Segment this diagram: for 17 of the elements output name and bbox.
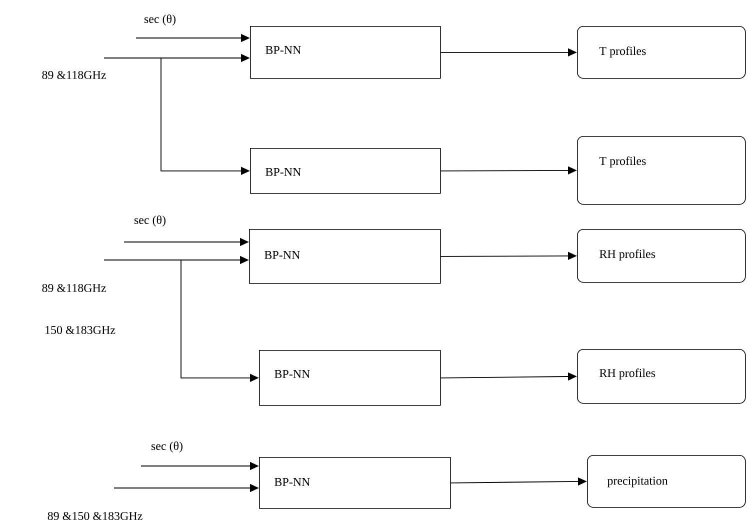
output-box: RH profiles [577,228,746,283]
input-label: sec (θ) [144,14,176,26]
input-label: 89 &118GHz [42,284,106,292]
process-box: BP-NN [250,148,441,194]
process-box: BP-NN [259,457,451,509]
process-box: BP-NN [250,26,441,79]
input-label: 150 &183GHz [46,326,116,334]
output-box: RH profiles [577,349,746,404]
process-box: BP-NN [249,228,441,284]
input-label: 89 &118GHz [42,70,106,80]
output-box: T profiles [577,26,746,79]
input-label: sec (θ) [151,442,183,452]
output-box: precipitation [587,455,746,508]
input-label: 89 &150 &183GHz [48,512,142,520]
output-box: T profiles [577,136,746,205]
process-box: BP-NN [259,350,441,406]
input-label: sec (θ) [134,216,166,226]
